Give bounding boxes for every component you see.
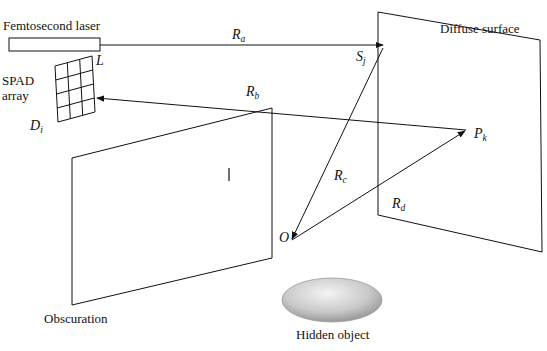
point-label: O: [279, 230, 289, 246]
device-label: SPAD array: [2, 74, 48, 104]
point-label: Pk: [474, 126, 487, 142]
distance-label: Ra: [232, 27, 245, 43]
laser-body: [9, 38, 100, 51]
obscuration-plane: [72, 108, 272, 305]
object-label: Obscuration: [44, 312, 108, 327]
distance-label: Rc: [334, 168, 347, 184]
illumination-path: [292, 48, 383, 239]
point-label: L: [96, 53, 104, 69]
point-label: Sj: [356, 49, 366, 65]
object-label: Hidden object: [296, 328, 369, 343]
device-label: Femtosecond laser: [3, 19, 100, 34]
distance-label: Rb: [246, 84, 259, 100]
spad-array: [55, 56, 95, 122]
hidden-object-shape: [282, 278, 382, 322]
laser-beam: [100, 45, 383, 46]
pixel-label: Di: [30, 118, 43, 134]
surface-label: Diffuse surface: [440, 22, 520, 37]
tick-mark: [228, 168, 229, 181]
diffuse-surface: [378, 12, 542, 252]
distance-label: Rd: [392, 196, 405, 212]
return-path: [97, 98, 466, 130]
scatter-path: [292, 131, 465, 240]
